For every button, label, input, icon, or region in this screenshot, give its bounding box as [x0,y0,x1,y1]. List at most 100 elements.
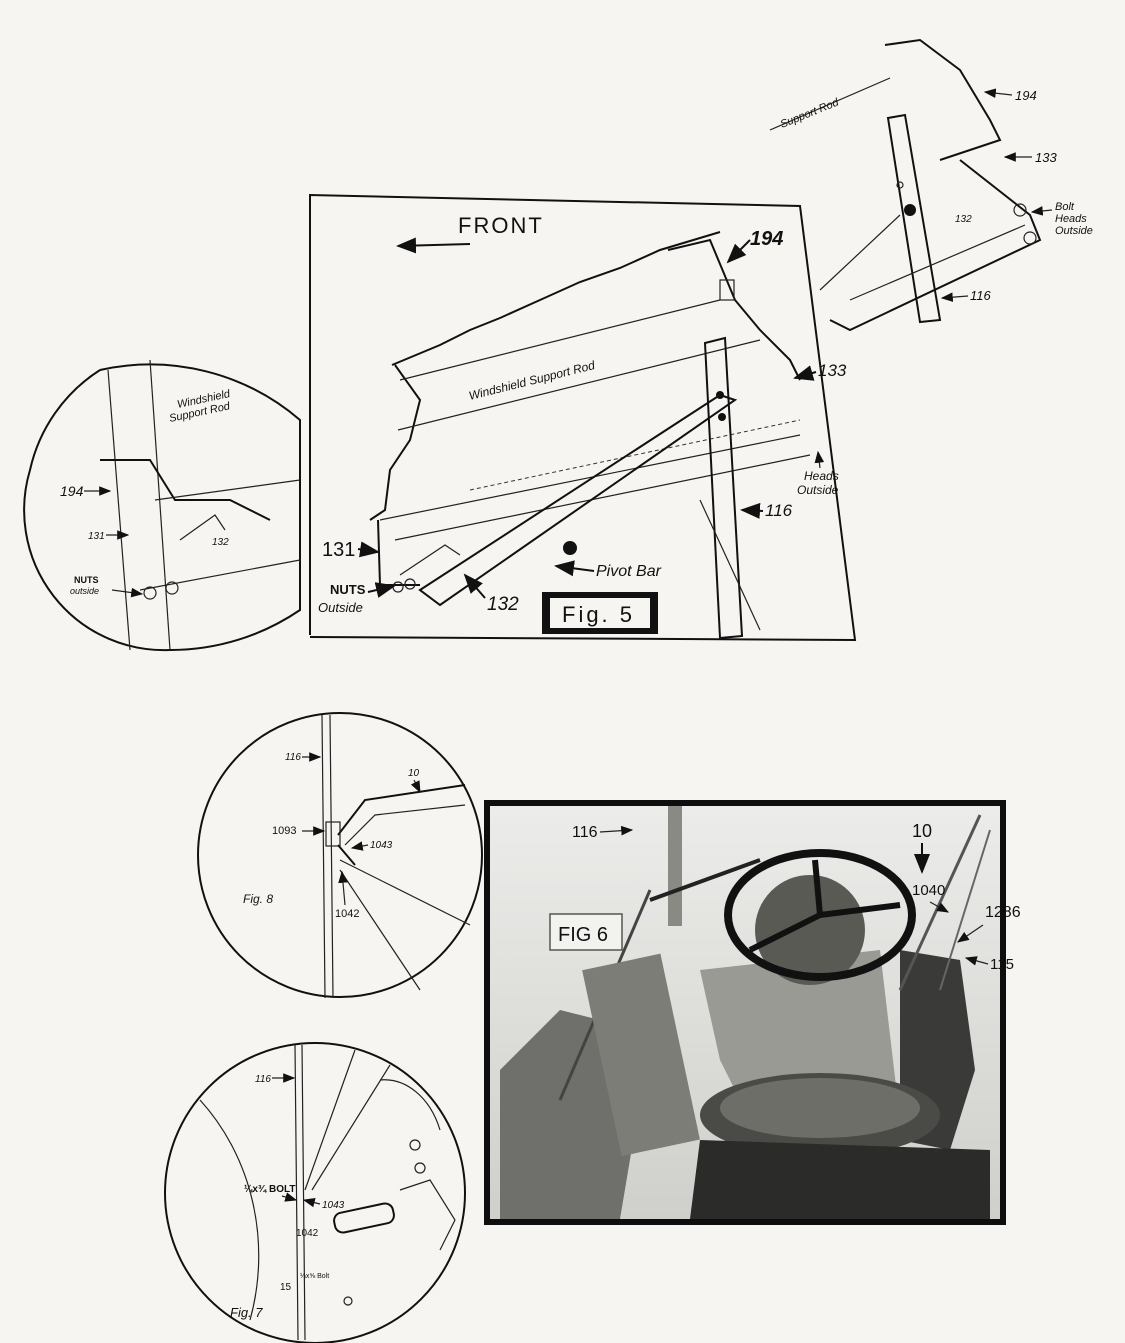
fig8-10: 10 [408,768,420,779]
fig8-1043: 1043 [370,840,393,851]
canvas-left-edge [369,364,422,521]
fig6-115: 115 [990,956,1014,973]
inset-heads-label: Heads [1055,213,1087,225]
fig7-post-b [301,1044,306,1341]
fig7-bolt: ¼x¾ BOLT [244,1184,296,1195]
strap-buckle [719,279,735,301]
rod-line-bottom [397,339,761,431]
inset-vert-b [149,359,171,651]
photo-steering-wheel [724,849,916,981]
fig8-1042: 1042 [335,908,359,920]
fig6-caption: FIG 6 [558,924,608,946]
fig7-bracket [399,1179,456,1251]
clip [399,544,461,576]
inset-label-133: 133 [1035,150,1057,165]
label-132: 132 [487,594,519,615]
strap-194 [667,238,801,381]
inset-outside-label: Outside [1055,225,1093,237]
fig8-brace-b [339,869,421,991]
inset-label-132: 132 [955,214,972,225]
fig7-15: 15 [280,1282,292,1293]
brace [699,499,761,631]
hidden-edge [469,419,801,491]
support-rod-line [769,77,891,131]
inset-support-rod-label: Support Rod [779,96,842,131]
fig7-fender [379,1079,441,1131]
fig8-1093: 1093 [272,825,296,837]
fig6-photo: 116 10 1040 1286 115 FIG 6 [484,800,1021,1225]
inset-left-194: 194 [60,483,84,499]
fig7-rod-b [311,1064,391,1191]
inset-label-116: 116 [970,288,991,303]
fig8-post-a [321,714,326,999]
fig7-caption: Fig. 7 [230,1305,263,1320]
hole-b [718,413,726,421]
fig6-caption-box [549,913,623,951]
label-heads-outside: Outside [797,483,839,497]
fig7-circle [164,1042,466,1343]
fig7-1043: 1043 [322,1200,345,1211]
strap-194-inset [884,38,1002,161]
label-heads: Heads [804,469,839,483]
pivot-bolt [563,541,577,555]
pivot-bar [418,393,738,607]
inset-bolt-label: Bolt [1055,201,1075,213]
inset-left-131: 131 [88,531,105,542]
label-pivot-bar: Pivot Bar [596,563,662,580]
fig8-circle [197,712,483,998]
label-116: 116 [765,501,793,520]
bar-132-inset [849,224,1026,301]
fig8-116: 116 [285,752,301,763]
inset-label-194: 194 [1015,88,1037,103]
fig8-bow [337,784,466,836]
fig5-caption: Fig. 5 [562,602,635,627]
inset-bar [154,479,301,501]
fig7-small-bolt: ¼x⅝ Bolt [300,1273,329,1280]
fig5-diagram: FRONT 194 133 116 131 132 Pivot Bar Wind… [309,193,857,642]
label-nuts: NUTS [330,582,366,597]
brace-inset [819,214,901,291]
inset-strap [100,459,271,521]
photo-dash [755,875,865,985]
fig7-curve [199,1099,260,1321]
upright-116-inset [886,113,942,324]
fig7-footrest [333,1202,395,1234]
front-arrow [396,237,471,254]
inset-clip [179,514,226,541]
fig7-116: 116 [255,1074,271,1085]
frame-133-inset [829,159,1042,332]
fig8-brace-a [339,859,471,926]
fig7-1042: 1042 [296,1228,319,1239]
fig6-116: 116 [572,824,598,841]
fig8-post-b [329,714,334,999]
fig7-diagram: 116 ¼x¾ BOLT 1043 1042 15 ¼x⅝ Bolt Fig. … [164,1042,466,1343]
inset-circle-outline [23,363,301,652]
bracket-131 [377,519,420,586]
inset-left-132: 132 [212,537,229,548]
fig6-10: 10 [912,821,932,841]
fig8-clip [337,844,356,866]
canvas-top-edge [391,231,721,366]
label-131: 131 [322,539,355,561]
photo-base [690,1140,990,1219]
fig6-1040: 1040 [912,882,945,899]
label-nuts-outside: Outside [318,600,363,615]
inset-left-nuts: NUTS [74,575,99,585]
fig7-rod-a [304,1049,356,1191]
top-right-inset: Support Rod 194 133 132 116 Bolt Heads O… [769,38,1093,332]
fig5-frame [309,193,857,642]
inset-left-outside: outside [70,586,99,596]
label-133: 133 [818,361,847,380]
nut-a [392,581,404,593]
nut-b [404,578,416,590]
upright-116 [703,336,744,640]
fig6-1286: 1286 [985,904,1021,921]
frame-bar-132b [394,454,811,541]
left-circle-inset: Windshield Support Rod 194 131 132 NUTS … [23,359,301,652]
inset-vert-a [107,369,131,651]
label-194: 194 [750,228,783,250]
fig8-bow-b [344,804,466,846]
fig8-diagram: 116 10 1093 1043 1042 Fig. 8 [197,712,483,999]
